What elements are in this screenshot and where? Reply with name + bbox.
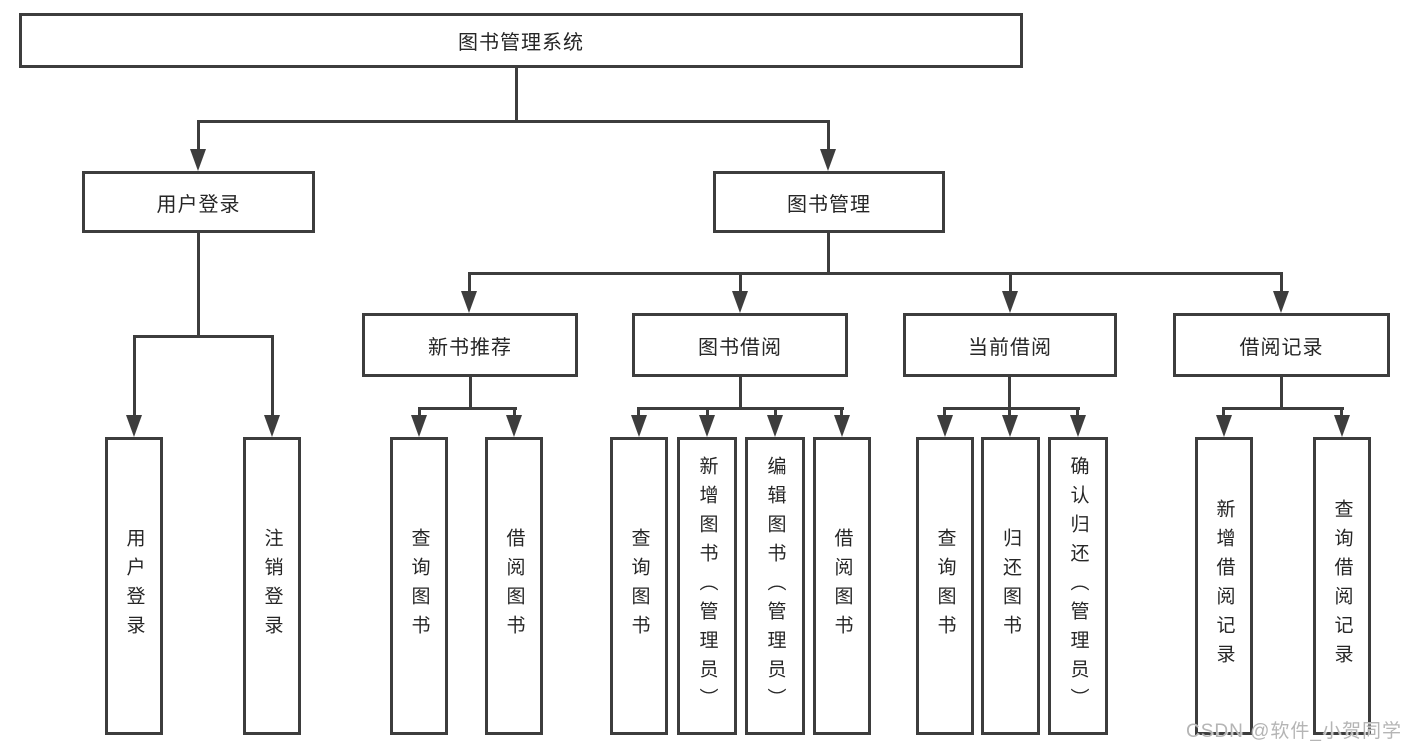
- node-label: 归还图书: [1000, 528, 1021, 644]
- connector-line: [1222, 407, 1344, 410]
- node-label: 借阅记录: [1239, 336, 1324, 359]
- node-leaf-add-borrow-record: 新增借阅记录: [1195, 437, 1253, 735]
- node-leaf-edit-book-admin: 编辑图书（管理员）: [745, 437, 805, 735]
- node-label: 借阅图书: [831, 528, 853, 644]
- connector-line: [637, 407, 640, 418]
- arrowhead-down-icon: [1070, 415, 1086, 437]
- arrowhead-down-icon: [411, 415, 427, 437]
- node-label: 新增借阅记录: [1213, 499, 1235, 673]
- node-label: 用户登录: [123, 528, 145, 644]
- connector-line: [739, 272, 742, 293]
- node-label: 当前借阅: [968, 336, 1052, 359]
- node-label: 图书借阅: [698, 336, 782, 359]
- connector-line: [1340, 407, 1343, 418]
- connector-line: [271, 335, 274, 417]
- node-leaf-query-books-3: 查询图书: [916, 437, 974, 735]
- arrowhead-down-icon: [820, 149, 836, 171]
- connector-line: [637, 407, 844, 410]
- node-leaf-query-books-2: 查询图书: [610, 437, 668, 735]
- node-leaf-confirm-return-admin: 确认归还（管理员）: [1048, 437, 1108, 735]
- node-label: 图书管理: [787, 193, 871, 216]
- node-label: 查询借阅记录: [1331, 499, 1353, 673]
- connector-line: [943, 407, 1080, 410]
- connector-line: [840, 407, 843, 418]
- connector-line: [133, 335, 274, 338]
- connector-line: [1009, 272, 1012, 293]
- connector-line: [827, 120, 830, 151]
- arrowhead-down-icon: [1216, 415, 1232, 437]
- node-label: 用户登录: [156, 193, 241, 216]
- watermark: CSDN @软件_小贺同学: [1186, 721, 1402, 742]
- node-book-management: 图书管理: [713, 171, 945, 233]
- node-label: 确认归还（管理员）: [1067, 455, 1089, 717]
- connector-line: [197, 233, 200, 337]
- arrowhead-down-icon: [732, 291, 748, 313]
- node-label: 借阅图书: [503, 528, 525, 644]
- connector-line: [469, 375, 472, 410]
- node-label: 注销登录: [261, 528, 283, 644]
- node-label: 查询图书: [934, 528, 956, 644]
- node-leaf-user-login: 用户登录: [105, 437, 163, 735]
- connector-line: [774, 407, 777, 418]
- node-leaf-query-borrow-record: 查询借阅记录: [1313, 437, 1371, 735]
- arrowhead-down-icon: [1002, 291, 1018, 313]
- arrowhead-down-icon: [264, 415, 280, 437]
- connector-line: [1008, 407, 1011, 418]
- connector-line: [515, 66, 518, 122]
- node-label: 编辑图书（管理员）: [764, 455, 786, 717]
- arrowhead-down-icon: [506, 415, 522, 437]
- arrowhead-down-icon: [126, 415, 142, 437]
- arrowhead-down-icon: [461, 291, 477, 313]
- connector-line: [1076, 407, 1079, 418]
- node-label: 新书推荐: [428, 336, 512, 359]
- connector-line: [197, 120, 200, 151]
- arrowhead-down-icon: [190, 149, 206, 171]
- connector-line: [1222, 407, 1225, 418]
- node-leaf-borrow-books-1: 借阅图书: [485, 437, 543, 735]
- node-label: 查询图书: [628, 528, 650, 644]
- connector-line: [468, 272, 1282, 275]
- arrowhead-down-icon: [1273, 291, 1289, 313]
- connector-line: [943, 407, 946, 418]
- connector-line: [706, 407, 709, 418]
- node-leaf-query-books-1: 查询图书: [390, 437, 448, 735]
- connector-line: [418, 407, 421, 418]
- node-label: 新增图书（管理员）: [696, 455, 718, 717]
- connector-line: [513, 407, 516, 418]
- arrowhead-down-icon: [1334, 415, 1350, 437]
- arrowhead-down-icon: [631, 415, 647, 437]
- connector-line: [1280, 272, 1283, 293]
- connector-line: [827, 231, 830, 275]
- node-book-borrowing: 图书借阅: [632, 313, 848, 377]
- node-leaf-logout: 注销登录: [243, 437, 301, 735]
- connector-line: [739, 375, 742, 410]
- connector-line: [133, 335, 136, 417]
- arrowhead-down-icon: [937, 415, 953, 437]
- node-leaf-return-book: 归还图书: [981, 437, 1040, 735]
- node-leaf-add-book-admin: 新增图书（管理员）: [677, 437, 737, 735]
- node-borrowing-records: 借阅记录: [1173, 313, 1390, 377]
- connector-line: [1280, 375, 1283, 410]
- connector-line: [1008, 375, 1011, 410]
- node-label: 查询图书: [408, 528, 430, 644]
- arrowhead-down-icon: [699, 415, 715, 437]
- connector-line: [197, 120, 830, 123]
- node-library-system: 图书管理系统: [19, 13, 1023, 68]
- connector-line: [468, 272, 471, 293]
- node-current-borrowing: 当前借阅: [903, 313, 1117, 377]
- connector-line: [418, 407, 517, 410]
- node-new-book-recommend: 新书推荐: [362, 313, 578, 377]
- arrowhead-down-icon: [834, 415, 850, 437]
- arrowhead-down-icon: [1002, 415, 1018, 437]
- node-leaf-borrow-books-2: 借阅图书: [813, 437, 871, 735]
- arrowhead-down-icon: [767, 415, 783, 437]
- node-user-login: 用户登录: [82, 171, 315, 233]
- node-label: 图书管理系统: [458, 32, 584, 54]
